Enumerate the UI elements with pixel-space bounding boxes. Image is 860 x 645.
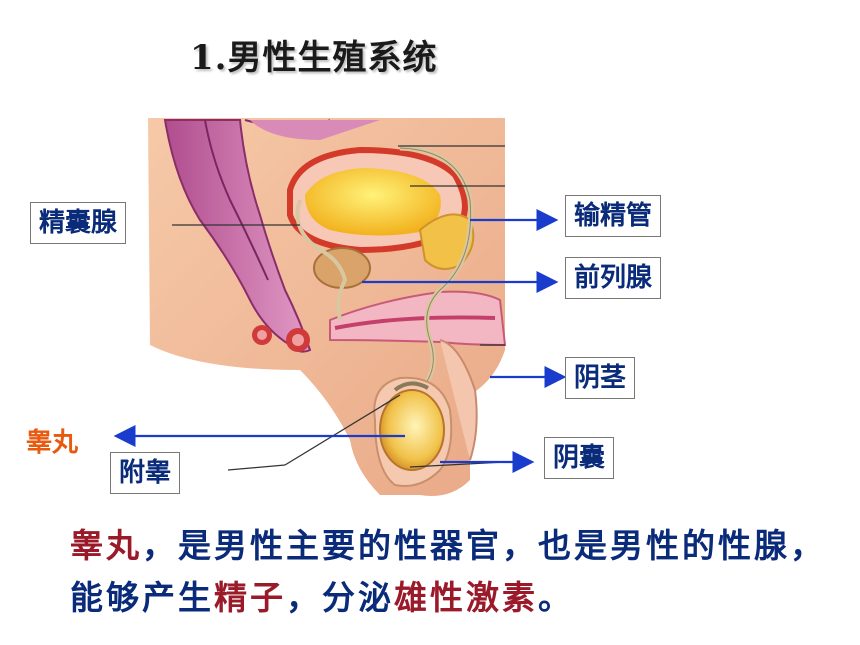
label-testis: 睾丸 <box>26 428 79 458</box>
caption-androgen: 雄性激素 <box>394 578 538 617</box>
label-seminal-vesicle: 精囊腺 <box>30 202 127 244</box>
label-penis: 阴茎 <box>565 357 636 399</box>
label-prostate: 前列腺 <box>565 257 662 299</box>
label-vas-deferens: 输精管 <box>565 195 662 237</box>
caption-testis: 睾丸 <box>70 526 142 565</box>
caption-part-4: ，分泌 <box>286 578 394 617</box>
pubic-bone-shape <box>418 213 475 270</box>
caption-part-2: ，是男性主要的性器官，也是男性的性腺，能够产生 <box>70 526 826 617</box>
caption-part-6: 。 <box>538 578 574 617</box>
label-scrotum: 阴囊 <box>544 437 615 479</box>
caption-text: 睾丸，是男性主要的性器官，也是男性的性腺，能够产生精子，分泌雄性激素。 <box>70 520 830 624</box>
vas-deferens-tube <box>295 145 474 392</box>
caption-sperm: 精子 <box>214 578 286 617</box>
blue-arrows <box>113 209 567 473</box>
intestine-shape <box>163 119 380 353</box>
page-title: 1.男性生殖系统 <box>190 38 438 78</box>
testis-shape <box>379 381 445 471</box>
rectum-folds <box>252 325 310 352</box>
label-epididymis: 附睾 <box>110 452 181 494</box>
